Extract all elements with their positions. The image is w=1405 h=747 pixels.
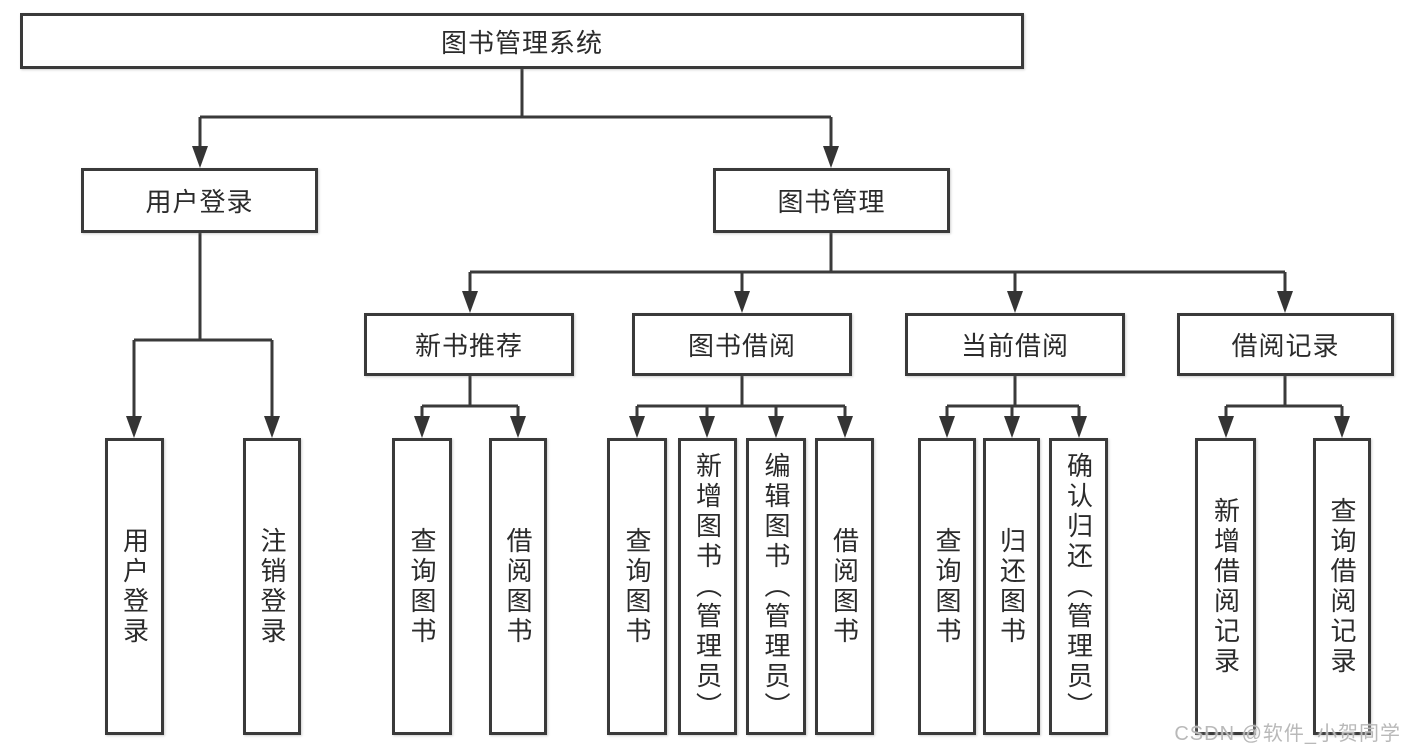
node-new-book-recommend: 新书推荐 bbox=[364, 313, 574, 376]
node-leaf-user-login: 用户登录 bbox=[105, 438, 164, 735]
node-leaf-borrow-books-recommend: 借阅图书 bbox=[489, 438, 547, 735]
node-new-book-recommend-label: 新书推荐 bbox=[414, 331, 523, 361]
node-leaf-add-books-admin: 新增图书（管理员） bbox=[678, 438, 737, 735]
node-user-login: 用户登录 bbox=[81, 168, 318, 233]
node-user-login-label: 用户登录 bbox=[145, 187, 254, 217]
node-book-management-label: 图书管理 bbox=[777, 187, 886, 217]
node-root-label: 图书管理系统 bbox=[440, 27, 603, 58]
node-current-borrowing: 当前借阅 bbox=[905, 313, 1125, 376]
node-borrowing-records-label: 借阅记录 bbox=[1231, 331, 1340, 361]
node-current-borrowing-label: 当前借阅 bbox=[960, 331, 1069, 361]
node-leaf-query-books-borrowing: 查询图书 bbox=[607, 438, 667, 735]
node-borrowing-records: 借阅记录 bbox=[1177, 313, 1394, 376]
watermark: CSDN @软件_小贺同学 bbox=[1174, 723, 1401, 745]
node-leaf-query-borrow-record: 查询借阅记录 bbox=[1313, 438, 1371, 735]
node-leaf-edit-books-admin: 编辑图书（管理员） bbox=[746, 438, 806, 735]
node-leaf-borrow-books: 借阅图书 bbox=[815, 438, 874, 735]
node-book-borrowing: 图书借阅 bbox=[632, 313, 852, 376]
node-leaf-logout: 注销登录 bbox=[243, 438, 301, 735]
node-leaf-add-borrow-record: 新增借阅记录 bbox=[1195, 438, 1256, 735]
node-root: 图书管理系统 bbox=[20, 13, 1024, 69]
node-leaf-return-books: 归还图书 bbox=[983, 438, 1040, 735]
node-leaf-confirm-return-admin: 确认归还（管理员） bbox=[1049, 438, 1108, 735]
node-book-borrowing-label: 图书借阅 bbox=[687, 331, 796, 361]
node-leaf-query-books-recommend: 查询图书 bbox=[392, 438, 452, 735]
node-book-management: 图书管理 bbox=[713, 168, 950, 233]
node-leaf-query-books-current: 查询图书 bbox=[918, 438, 976, 735]
